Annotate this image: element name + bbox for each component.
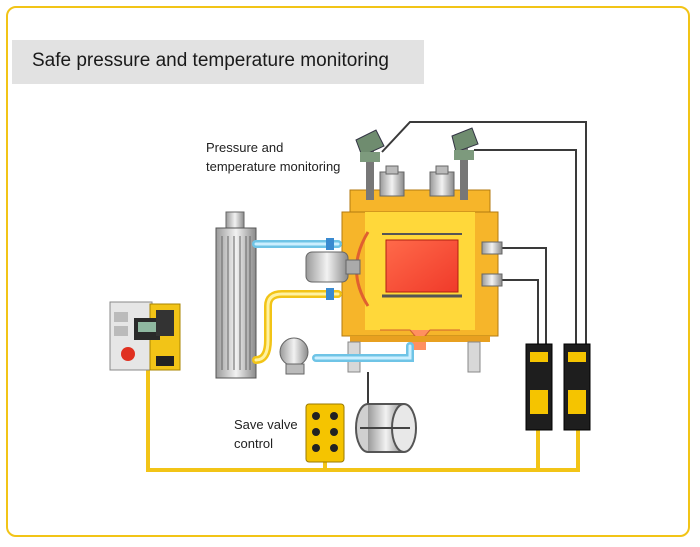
relay-module-1 — [525, 343, 553, 431]
monitoring-label-line2: temperature monitoring — [206, 159, 341, 174]
io-module — [305, 403, 345, 463]
valve-label-line2: control — [234, 436, 274, 451]
heat-exchanger — [215, 211, 257, 379]
monitoring-label-line1: Pressure and — [206, 140, 284, 155]
hot-pipes — [252, 290, 342, 364]
pressure-sensor-right — [451, 127, 479, 200]
relay-module-2 — [563, 343, 591, 431]
pump — [279, 337, 309, 375]
title-bar — [12, 40, 424, 84]
cooling-pipes — [252, 240, 414, 362]
sensor-signal-lines — [367, 121, 587, 405]
valve-label-line1: Save valve — [234, 417, 298, 432]
pressure-sensor-left — [355, 129, 385, 200]
valve-control-label: Save valve control — [234, 415, 298, 453]
damper-valve — [355, 403, 417, 453]
pipe-connector — [326, 238, 334, 250]
pipe-connector — [326, 288, 334, 300]
boiler — [341, 165, 503, 373]
monitoring-label: Pressure and temperature monitoring — [206, 138, 340, 176]
motor — [305, 251, 361, 283]
fieldbus-cable — [146, 370, 580, 472]
page-title: Safe pressure and temperature monitoring — [32, 50, 389, 71]
safety-controller — [109, 301, 181, 371]
